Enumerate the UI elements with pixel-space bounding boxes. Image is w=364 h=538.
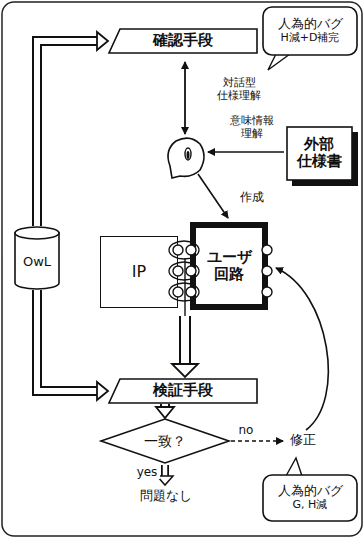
callout-box: 人為的バグH減+D補完 [262, 6, 358, 56]
node-text: 外部 仕様書 [291, 136, 347, 171]
process-box: 確認手段 [108, 28, 258, 54]
document-box: 外部 仕様書 [286, 126, 358, 186]
note-label: 意味情報 理解 [224, 114, 280, 140]
ip-block: IP [100, 236, 178, 308]
signal-lines [185, 258, 186, 316]
action-label: 作成 [236, 190, 268, 204]
branch-label: no [236, 423, 256, 437]
create-arrow [198, 174, 228, 218]
fix-arrow [276, 268, 328, 430]
node-text: ユーザ 回路 [204, 249, 254, 284]
read-arrow [208, 151, 284, 153]
no-arrow [231, 440, 283, 442]
result-label: 問題なし [132, 488, 200, 504]
node-text: G, H減 [293, 499, 328, 512]
callout-box: 人為的バグG, H減 [262, 474, 358, 522]
node-text: H減+D補完 [281, 32, 340, 45]
dialog-arrow [184, 62, 186, 134]
hollow-arrow [37, 290, 108, 400]
node-text: IP [132, 263, 146, 281]
node-text: 一致？ [144, 433, 186, 449]
node-text: 人為的バグ [278, 484, 343, 499]
callout-tail [286, 458, 302, 476]
action-label: 修正 [286, 432, 320, 448]
node-text: 確認手段 [153, 32, 213, 49]
hollow-arrow [37, 32, 108, 226]
hollow-arrow [156, 404, 174, 418]
process-box: 検証手段 [108, 378, 258, 404]
decision-diamond: 一致？ [100, 418, 230, 464]
user-circuit-block: ユーザ 回路 [190, 222, 268, 310]
person-head [168, 138, 204, 178]
note-label: 対話型 仕様理解 [212, 76, 266, 102]
callout-tail [268, 54, 290, 70]
node-text: 人為的バグ [278, 17, 343, 32]
branch-label: yes [134, 465, 160, 479]
signal-arrow [172, 315, 198, 377]
node-text: OwL [23, 255, 51, 270]
node-text: 検証手段 [153, 382, 213, 399]
database-cylinder: OwL [14, 226, 60, 290]
